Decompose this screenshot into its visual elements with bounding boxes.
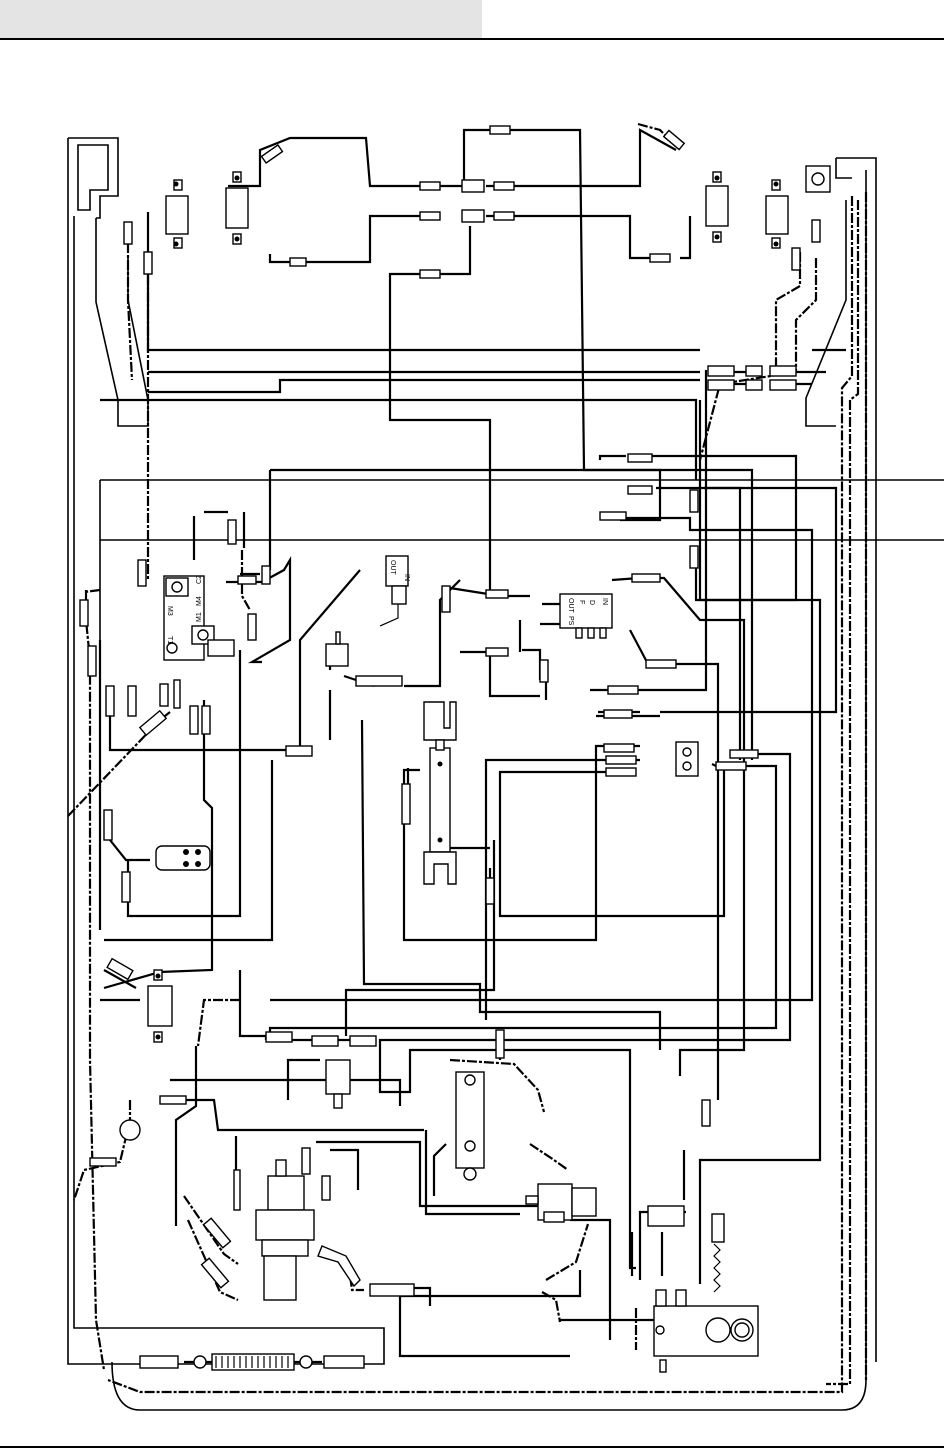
label-in-filter: IN [403,574,410,581]
lower-cylinder [456,1030,504,1180]
lower-center-valve [266,1032,376,1108]
footer-rule [0,1446,944,1448]
lift-cylinder [402,702,494,904]
hydraulic-motor-right [526,1184,596,1222]
hydraulic-motor-left [104,810,210,902]
oil-cooler [140,1354,364,1370]
label-d: D [588,600,595,605]
label-t1: T1 [166,636,173,644]
label-in-valve: IN [601,598,608,605]
label-c2: C2 [196,575,203,584]
label-f: F [578,600,585,604]
label-out-valve: OUT [567,598,574,614]
label-m1: M1 [196,612,203,622]
label-out-filter: OUT [389,560,396,576]
left-control-valve [80,520,312,756]
label-m4: M4 [196,596,203,606]
label-ps: PS [567,616,574,626]
center-small-valve [326,632,402,686]
main-distribution-valve [486,454,698,718]
top-valve-blocks [166,166,830,248]
hydraulic-tank [654,1290,758,1372]
pressure-gauge [90,1096,186,1166]
right-directional-valve [604,742,758,776]
label-m3: M3 [166,606,173,616]
pump-assembly [202,1148,360,1300]
